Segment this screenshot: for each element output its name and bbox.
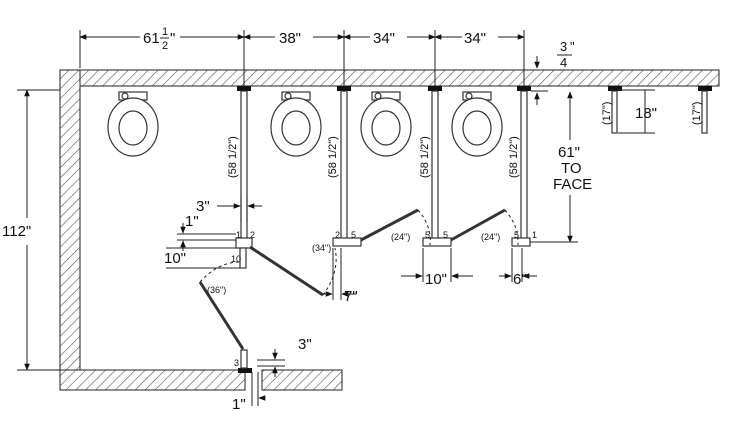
dim-17-a: (17"): [601, 102, 613, 125]
dim-3-b: 3": [298, 336, 312, 353]
frac-unit: ": [570, 39, 575, 54]
dim-38: 38": [279, 30, 301, 47]
to-face-line2: FACE: [553, 176, 592, 193]
dim-17-b: (17"): [691, 102, 703, 125]
dim-112: 112": [2, 223, 31, 240]
partition-3: [431, 90, 439, 242]
to-face-line1: TO: [561, 160, 582, 177]
small-dim-lines: [166, 196, 537, 406]
wall-brackets: [237, 86, 712, 373]
dim-10-a: 10": [164, 250, 186, 267]
to-face-value: 61": [558, 144, 580, 161]
callout-2-b: 2: [335, 230, 340, 240]
height-label-1: (58 1/2"): [227, 136, 239, 178]
callout-2-a: 2: [250, 230, 255, 240]
dim-10-b: 10": [425, 271, 447, 288]
dim-1-a: 1": [185, 213, 199, 230]
partition-4: [520, 90, 528, 242]
height-label-3: (58 1/2"): [419, 136, 431, 178]
dim-18: 18": [635, 105, 657, 122]
door-dim-24-a: (24"): [391, 232, 410, 242]
dim-7: 7": [344, 288, 358, 305]
height-label-2: (58 1/2"): [327, 136, 339, 178]
dim-61-whole: 61: [143, 30, 160, 47]
to-face-dimension: [530, 89, 655, 243]
dim-6: 6": [513, 271, 527, 288]
toilet-1: [107, 91, 159, 157]
left-dimension: [17, 89, 60, 371]
partition-1: [240, 90, 248, 242]
dim-61-den: 2: [162, 40, 168, 52]
dim-1-b: 1": [232, 396, 246, 413]
callout-1-a: 1: [236, 230, 241, 240]
callout-10: 10: [231, 254, 241, 264]
callout-5-d: 5: [514, 230, 519, 240]
callout-5-c: 5: [443, 230, 448, 240]
callout-5-b: 5: [425, 230, 430, 240]
pilasters: [235, 237, 531, 369]
toilet-3: [360, 91, 412, 157]
door-dim-34: (34"): [312, 243, 331, 253]
callout-1-b: 1: [532, 230, 537, 240]
door-dim-36: (36"): [207, 285, 226, 295]
toilet-2: [270, 91, 322, 157]
doors: [198, 208, 519, 350]
bottom-wall-right: [261, 369, 343, 391]
callout-5-a: 5: [351, 230, 356, 240]
bottom-wall: [59, 369, 246, 391]
three-quarter-dim: [531, 56, 548, 105]
callout-3: 3: [234, 358, 239, 368]
top-dimensions: [79, 30, 525, 86]
partition-2: [340, 90, 348, 242]
dim-34-b: 34": [464, 30, 486, 47]
back-wall: [59, 69, 720, 87]
toilet-4: [451, 91, 503, 157]
frac-den: 4: [560, 55, 567, 70]
height-label-4: (58 1/2"): [508, 136, 520, 178]
urinal-screen-2: [701, 90, 708, 134]
urinal-screen-1: [611, 90, 618, 134]
frac-num: 3: [560, 39, 567, 54]
dim-3-a: 3": [196, 198, 210, 215]
left-wall: [59, 69, 81, 391]
walls: [59, 69, 720, 391]
door-dim-24-b: (24"): [481, 232, 500, 242]
dim-61-num: 1: [162, 26, 168, 38]
dim-61-unit: ": [170, 30, 175, 47]
toilets: [107, 91, 503, 157]
dim-34-a: 34": [373, 30, 395, 47]
